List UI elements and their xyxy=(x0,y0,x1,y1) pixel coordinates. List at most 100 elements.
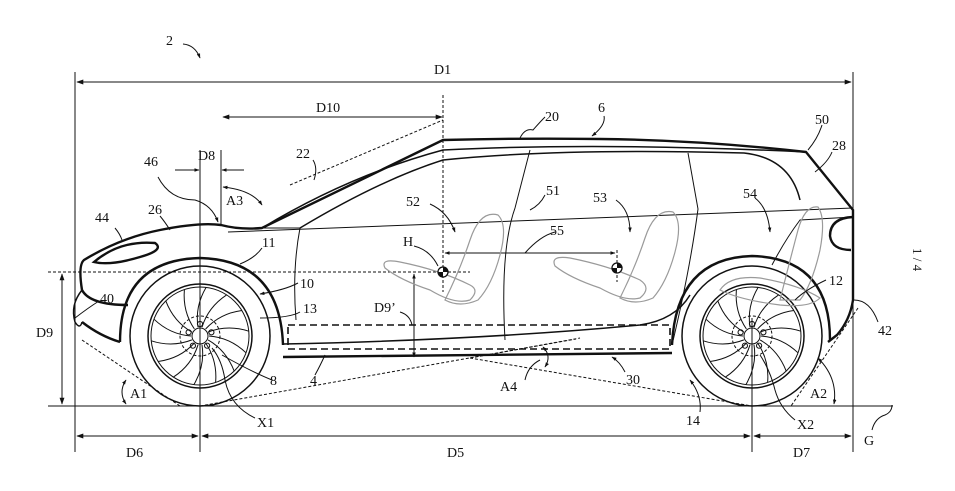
label-44: 44 xyxy=(95,211,109,226)
front-wheel-spoke xyxy=(205,310,242,330)
hip-point-middle xyxy=(611,262,623,274)
leader-55 xyxy=(524,231,556,254)
label-55: 55 xyxy=(550,224,564,239)
front-wheel-lug-nut xyxy=(208,329,215,336)
leader-g xyxy=(871,404,893,431)
front-wheel-lug-nut xyxy=(204,342,211,349)
label-46: 46 xyxy=(144,155,158,170)
rear-wheel-lug-nut xyxy=(737,329,744,336)
leader-8 xyxy=(221,354,273,381)
headlamp xyxy=(91,241,160,265)
leader-52 xyxy=(429,203,456,233)
label-14: 14 xyxy=(686,414,700,429)
hip-point-front xyxy=(437,266,449,278)
rear-wheel-spoke xyxy=(759,339,787,372)
leader-22 xyxy=(312,159,317,181)
label-d7: D7 xyxy=(793,446,810,461)
front-wheel-spoke xyxy=(193,344,204,385)
label-d1: D1 xyxy=(434,63,451,78)
leader-54 xyxy=(754,197,772,233)
label-42: 42 xyxy=(878,324,892,339)
rear-wheel-spoke xyxy=(703,339,745,345)
label-11: 11 xyxy=(262,236,275,251)
door-front-edge xyxy=(294,227,301,321)
front-wheel-spoke xyxy=(208,335,247,354)
label-a4: A4 xyxy=(500,380,517,395)
label-d9: D9 xyxy=(36,326,53,341)
roof-line-inner xyxy=(261,145,807,229)
front-bumper-lower xyxy=(81,321,121,344)
rear-wheel-spoke xyxy=(753,294,779,328)
label-28: 28 xyxy=(832,139,846,154)
front-wheel-spoke xyxy=(153,318,192,337)
leader-a4 xyxy=(524,359,541,381)
label-20: 20 xyxy=(545,110,559,125)
label-x2: X2 xyxy=(797,418,814,433)
rear-wheel-spoke xyxy=(745,344,756,385)
label-6: 6 xyxy=(598,101,605,116)
body-outline-front xyxy=(79,137,855,343)
rear-wheel-spoke xyxy=(705,318,744,337)
rear-wheel-spoke xyxy=(757,342,769,383)
leader-30 xyxy=(611,356,626,373)
front-wheel-spoke xyxy=(158,342,195,362)
label-d10: D10 xyxy=(316,101,340,116)
label-13: 13 xyxy=(303,302,317,317)
a3-angle-arc xyxy=(222,185,263,206)
leader-51 xyxy=(529,194,546,211)
label-12: 12 xyxy=(829,274,843,289)
label-22: 22 xyxy=(296,147,310,162)
leader-20 xyxy=(519,116,546,139)
rear-wheel-spoke xyxy=(757,310,794,330)
label-d6: D6 xyxy=(126,446,143,461)
leader-44 xyxy=(114,227,123,241)
front-wheel-lug-nut xyxy=(185,329,192,336)
leader-10 xyxy=(259,282,299,296)
front-wheel-spoke xyxy=(207,327,249,333)
a1-angle-arc xyxy=(121,379,127,405)
breakover-line-rear xyxy=(469,357,753,407)
leader-x1 xyxy=(211,347,256,419)
label-x1: X1 xyxy=(257,416,274,431)
front-wheel xyxy=(129,265,271,407)
rear-fender-arch xyxy=(670,254,832,346)
rear-wheel xyxy=(681,265,823,407)
label-50: 50 xyxy=(815,113,829,128)
rear-wheel-lug-nut xyxy=(748,320,756,328)
front-wheel-spoke xyxy=(205,342,217,383)
label-d8: D8 xyxy=(198,149,215,164)
leader-6 xyxy=(591,115,605,137)
rear-wheel-hub-dashed xyxy=(731,315,773,357)
label-h: H xyxy=(403,235,413,250)
leader-50 xyxy=(807,124,823,151)
leader-53 xyxy=(615,199,632,233)
leader-d9prime xyxy=(399,311,413,326)
leader-12 xyxy=(794,279,827,301)
leader-x2 xyxy=(759,354,796,421)
label-53: 53 xyxy=(593,191,607,206)
label-d5: D5 xyxy=(447,446,464,461)
breakover-line-front xyxy=(199,338,577,407)
rear-wheel-spoke xyxy=(759,327,801,333)
front-wheel-spoke xyxy=(165,300,193,333)
leader-h xyxy=(413,245,439,267)
front-wheel-spoke xyxy=(207,339,235,372)
sill-upper-line xyxy=(282,294,691,345)
rear-door-line xyxy=(771,216,854,266)
leader-40 xyxy=(74,300,100,319)
label-52: 52 xyxy=(406,195,420,210)
label-54: 54 xyxy=(743,187,757,202)
rocker-line xyxy=(282,351,673,359)
leader-2 xyxy=(182,43,201,59)
rear-seat-outline xyxy=(719,206,824,307)
label-26: 26 xyxy=(148,203,162,218)
rear-wheel-spoke xyxy=(725,344,751,378)
front-seat-outline xyxy=(383,213,505,305)
front-wheel-spoke xyxy=(173,344,199,378)
label-8: 8 xyxy=(270,374,277,389)
front-wheel-spoke xyxy=(183,289,195,330)
rear-wheel-lug-nut xyxy=(741,342,749,349)
label-d9prime: D9’ xyxy=(374,301,396,316)
